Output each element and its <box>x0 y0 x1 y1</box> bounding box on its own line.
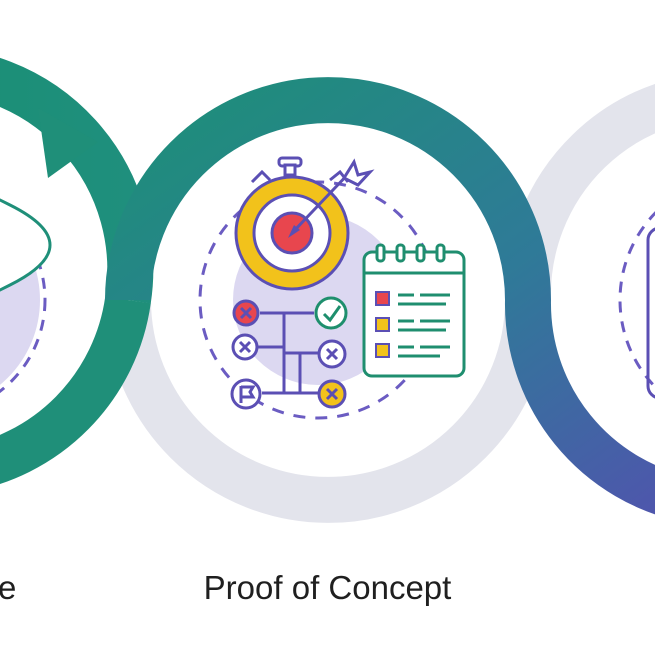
left-stage-label: e <box>0 569 17 606</box>
main-wave-band <box>105 77 655 515</box>
cross-icon <box>317 379 347 409</box>
decision-tree-icon <box>230 296 348 410</box>
clipboard-checklist-icon <box>362 243 466 378</box>
left-partial-icon <box>0 198 52 292</box>
right-partial-icon <box>646 227 655 399</box>
center-stage <box>198 156 466 420</box>
center-grey-arc <box>105 299 551 523</box>
cross-icon <box>231 333 259 361</box>
flag-icon <box>230 378 262 410</box>
cross-icon <box>232 299 260 327</box>
check-icon <box>314 296 348 330</box>
left-arrow-head <box>38 108 98 178</box>
left-teal-arc-bottom <box>0 296 151 484</box>
cross-icon <box>317 339 347 369</box>
right-stage-ring <box>618 211 655 399</box>
stopwatch-target-icon <box>234 156 350 291</box>
center-stage-label: Proof of Concept <box>203 569 452 606</box>
left-dashed-ring <box>0 206 47 394</box>
arrow-icon <box>288 158 375 238</box>
right-dashed-ring <box>618 211 655 389</box>
